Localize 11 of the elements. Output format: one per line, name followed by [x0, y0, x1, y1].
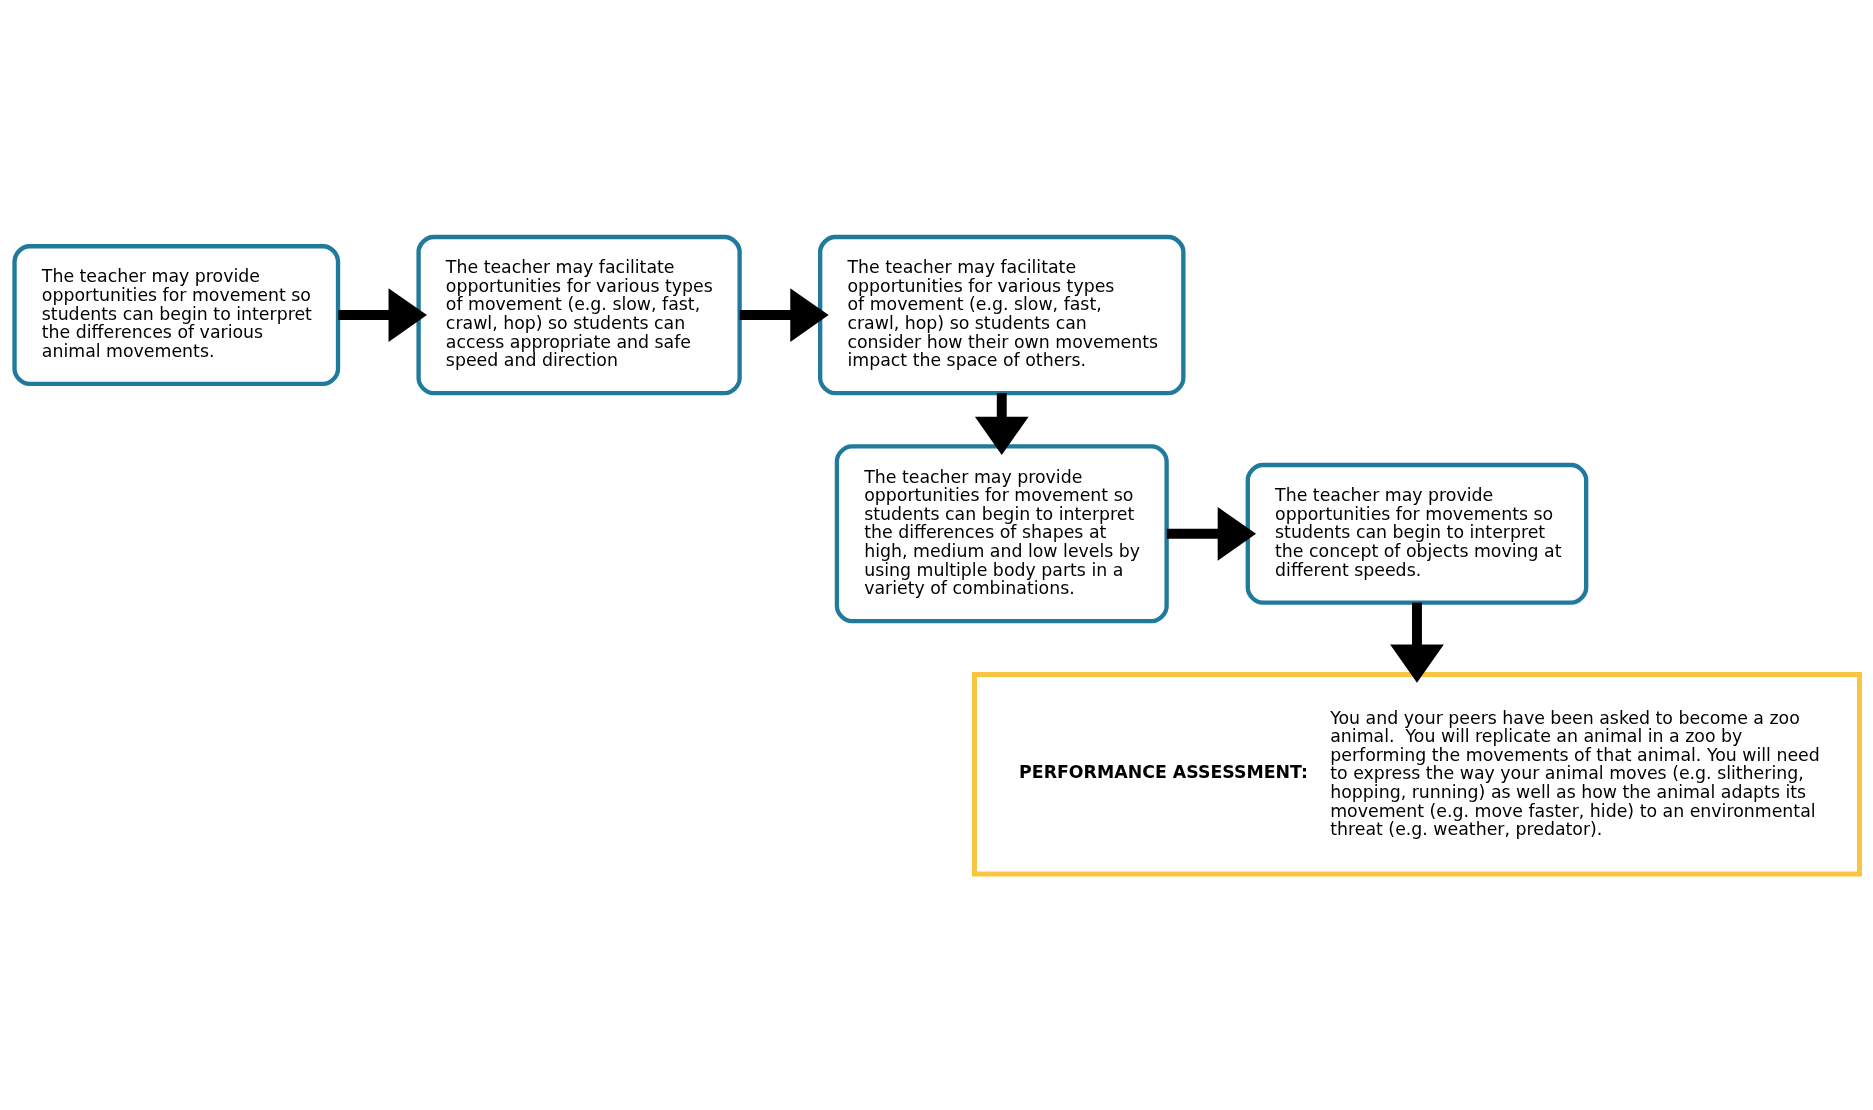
node-box: The teacher may provide opportunities for movements so students can begin to interpret the concept of objects moving at different speeds. — [1245, 462, 1588, 605]
node-box: The teacher may facilitate opportunities for various types of movement (e.g. slow, fast, crawl, hop) so students can access appropriate and safe speed and direction — [415, 234, 742, 395]
node-box: The teacher may provide opportunities for movement so students can begin to interpret the differences of various animal movements. — [11, 243, 340, 386]
node-box: The teacher may facilitate opportunities for various types of movement (e.g. slow, fast, crawl, hop) so students can consider how their own movements impact the space of others. — [817, 234, 1185, 395]
arrow — [337, 287, 427, 342]
arrow — [974, 392, 1029, 455]
node-box: The teacher may provide opportunities for movement so students can begin to interpret the differences of shapes at high, medium and low levels by using multiple body parts in a variety of combinations. — [834, 443, 1169, 623]
arrow — [1166, 506, 1256, 561]
arrow — [1389, 602, 1444, 683]
node-box: PERFORMANCE ASSESSMENT: You and your peers have been asked to become a zoo animal. You will replicate an animal in a zoo by performing the movements of that animal. You will need to express the way your animal moves (e.g. slithering, hopping, running) as well as how the animal adapts its movement (e.g. move faster, hide) to an environmental threat (e.g. weather, predator). — [971, 671, 1862, 876]
arrow — [739, 287, 829, 342]
